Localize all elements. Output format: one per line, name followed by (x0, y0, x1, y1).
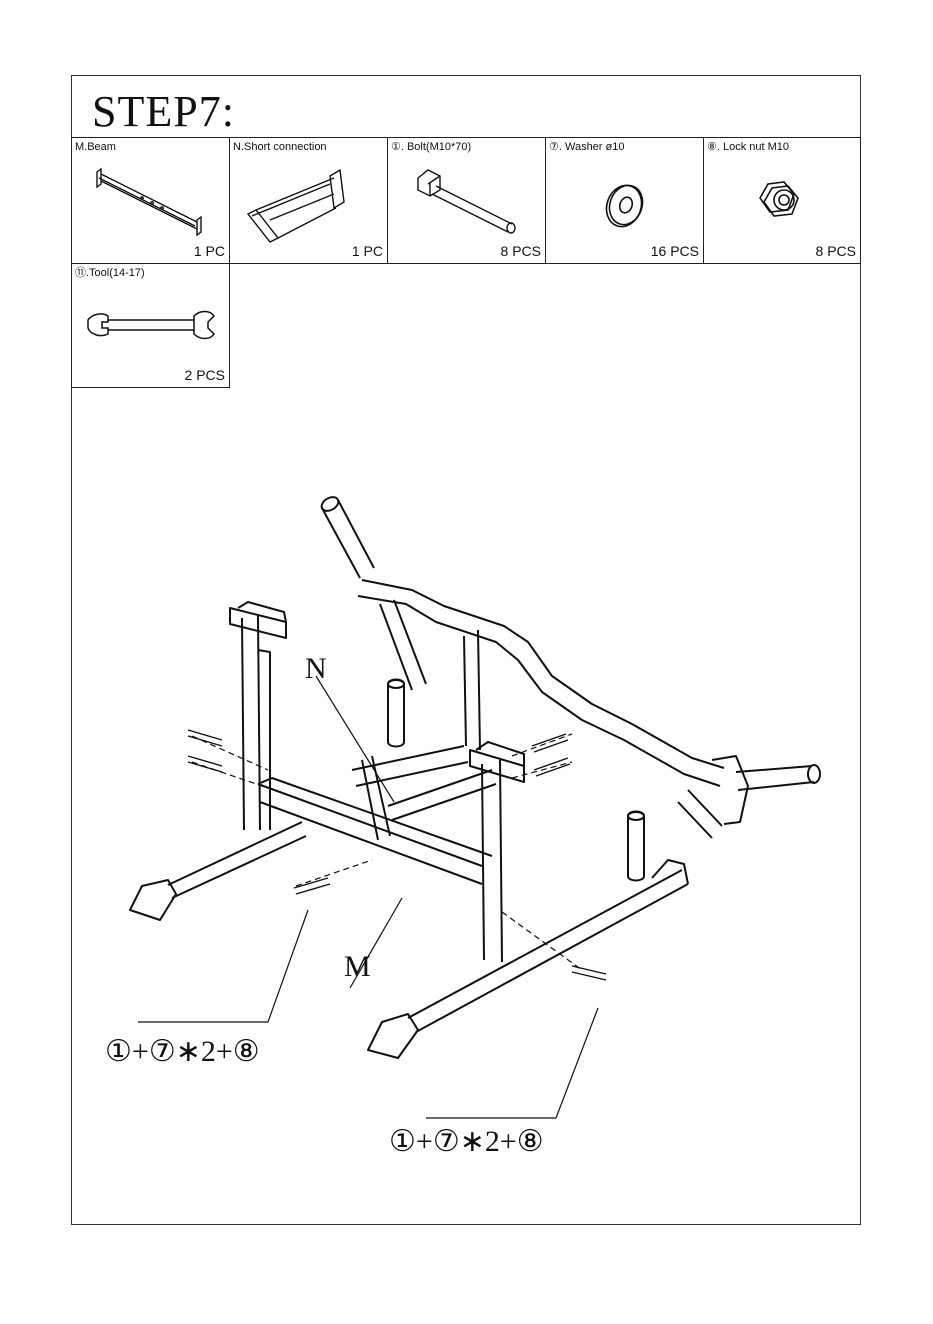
leader-n (316, 676, 394, 802)
part-cell-tool: ⑪.Tool(14-17) 2 PCS (71, 263, 230, 388)
callout-right: ①+⑦∗2+⑧ (389, 1124, 544, 1160)
short-connection-n (352, 746, 468, 786)
right-saddle (470, 742, 524, 782)
label-m: M (344, 950, 371, 984)
rear-upright (464, 630, 480, 750)
left-foot (130, 880, 176, 920)
part-quantity: 8 PCS (501, 243, 541, 259)
part-quantity: 8 PCS (816, 243, 856, 259)
right-base-rail (408, 870, 688, 1032)
left-grip (380, 600, 426, 690)
part-quantity: 2 PCS (185, 367, 225, 383)
part-cell-short-connection: N.Short connection 1 PC (229, 137, 388, 264)
left-base-rail (168, 822, 306, 898)
right-weight-horn (628, 812, 644, 881)
right-upright (482, 760, 502, 962)
part-cell-beam: M.Beam 1 PC (71, 137, 230, 264)
step-title: STEP7: (92, 84, 235, 140)
right-front-foot (368, 1014, 418, 1058)
leader-right-callout (556, 1008, 598, 1118)
label-n: N (305, 652, 327, 686)
assembly-diagram (72, 390, 861, 1220)
right-grip (678, 790, 722, 838)
part-quantity: 1 PC (194, 243, 225, 259)
left-handle-sleeve (322, 500, 374, 578)
part-quantity: 1 PC (352, 243, 383, 259)
part-cell-washer: ⑦. Washer ø10 16 PCS (545, 137, 704, 264)
leader-left-callout (268, 910, 308, 1022)
callout-left: ①+⑦∗2+⑧ (105, 1034, 260, 1070)
left-weight-horn (388, 680, 404, 747)
part-quantity: 16 PCS (651, 243, 699, 259)
left-upright (242, 616, 260, 830)
part-cell-lock-nut: ⑧. Lock nut M10 8 PCS (703, 137, 861, 264)
lever-arm (362, 580, 724, 768)
part-cell-bolt: ①. Bolt(M10*70) 8 PCS (387, 137, 546, 264)
